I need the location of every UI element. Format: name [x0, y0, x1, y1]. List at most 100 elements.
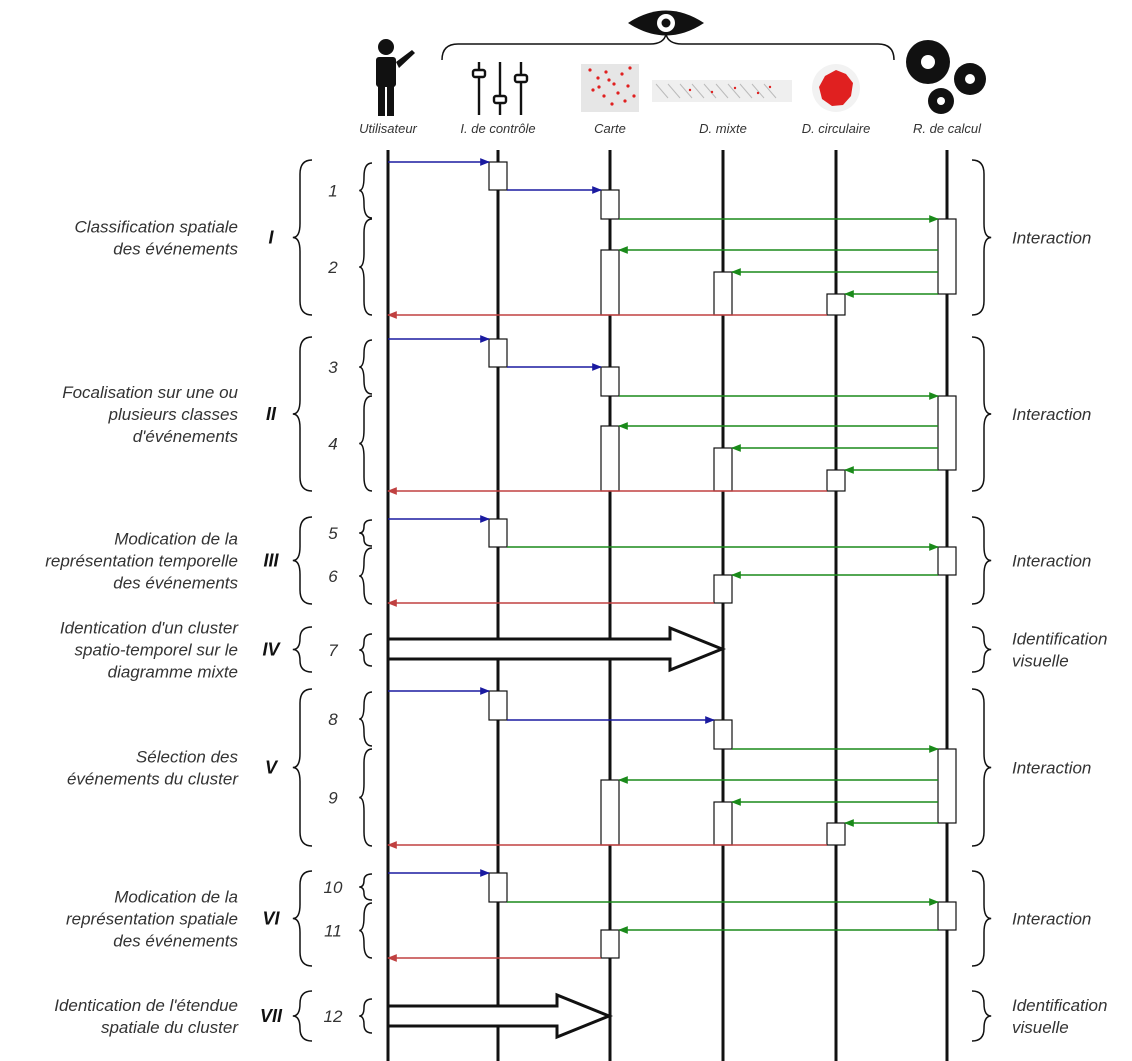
phase-type-label: Interaction: [1012, 910, 1091, 929]
phase-numeral: IV: [262, 640, 281, 660]
phase-numeral: II: [266, 404, 277, 424]
activation-box: [488, 161, 508, 191]
step-number: 8: [328, 710, 338, 729]
activation-box: [713, 719, 733, 750]
step-brace: [359, 998, 373, 1034]
phase-description: des événements: [113, 574, 238, 593]
actor-label-calc: R. de calcul: [913, 121, 982, 136]
activation-box: [713, 447, 733, 492]
phase-description: Focalisation sur une ou: [62, 383, 238, 402]
user-icon: [376, 39, 415, 116]
activation-box: [937, 218, 957, 295]
phase-brace: [292, 336, 313, 492]
phase-description: Classification spatiale: [75, 218, 238, 237]
phase-type-label: Interaction: [1012, 229, 1091, 248]
activation-box: [826, 469, 846, 492]
activation-box: [937, 901, 957, 931]
phase-description: Identication d'un cluster: [60, 619, 239, 638]
activation-box: [937, 546, 957, 576]
phase-description: plusieurs classes: [108, 405, 239, 424]
activation-box: [600, 779, 620, 846]
step-brace: [359, 162, 373, 219]
activation-box: [713, 271, 733, 316]
visual-group-brace: [441, 33, 895, 61]
phase-description: Modication de la: [114, 888, 238, 907]
phase-type-label: visuelle: [1012, 1018, 1069, 1037]
phase-brace: [292, 990, 313, 1042]
phase-type-label: Interaction: [1012, 552, 1091, 571]
step-brace: [359, 873, 373, 901]
phase-type-brace: [971, 159, 992, 316]
step-brace: [359, 633, 373, 667]
visual-identification-arrow: [386, 625, 727, 673]
phase-description: Identication de l'étendue: [54, 996, 238, 1015]
activation-box: [600, 929, 620, 959]
phase-type-brace: [971, 336, 992, 492]
phase-brace: [292, 626, 313, 673]
step-number: 5: [328, 524, 338, 543]
phase-type-brace: [971, 990, 992, 1042]
activation-box: [826, 293, 846, 316]
step-number: 1: [328, 182, 337, 201]
phase-type-label: Identification: [1012, 630, 1107, 649]
phase-description: représentation spatiale: [66, 910, 238, 929]
activation-box: [600, 189, 620, 220]
actor-label-mixed: D. mixte: [699, 121, 747, 136]
phase-brace: [292, 870, 313, 967]
phase-type-brace: [971, 688, 992, 847]
step-brace: [359, 748, 373, 847]
phase-numeral: VII: [260, 1006, 283, 1026]
phase-numeral: VI: [262, 909, 280, 929]
actor-label-user: Utilisateur: [359, 121, 417, 136]
step-brace: [359, 691, 373, 747]
activation-box: [488, 690, 508, 721]
activation-box: [488, 872, 508, 903]
map-thumbnail-icon: [581, 64, 639, 112]
activation-box: [600, 366, 620, 397]
phase-numeral: V: [265, 758, 279, 778]
phase-type-label: Interaction: [1012, 759, 1091, 778]
activation-box: [826, 822, 846, 846]
gears-icon: [906, 40, 986, 114]
step-number: 2: [327, 258, 338, 277]
phase-brace: [292, 688, 313, 847]
phase-description: diagramme mixte: [108, 663, 238, 682]
step-number: 12: [324, 1007, 343, 1026]
step-brace: [359, 218, 373, 316]
phase-type-brace: [971, 870, 992, 967]
phase-brace: [292, 516, 313, 605]
phase-type-label: Interaction: [1012, 405, 1091, 424]
step-brace: [359, 339, 373, 395]
step-brace: [359, 902, 373, 959]
phase-description: d'événements: [133, 427, 239, 446]
actor-label-circ: D. circulaire: [802, 121, 871, 136]
phase-type-brace: [971, 516, 992, 605]
step-brace: [359, 547, 373, 605]
visual-identification-arrow: [386, 992, 614, 1040]
phase-description: Modication de la: [114, 530, 238, 549]
phase-description: événements du cluster: [67, 770, 239, 789]
phase-description: spatiale du cluster: [101, 1018, 239, 1037]
phase-description: Sélection des: [136, 748, 239, 767]
phase-type-label: visuelle: [1012, 652, 1069, 671]
phase-numeral: I: [268, 228, 274, 248]
step-brace: [359, 395, 373, 492]
activation-box: [713, 801, 733, 846]
activation-box: [937, 748, 957, 824]
phase-brace: [292, 159, 313, 316]
actor-label-ctrl: I. de contrôle: [460, 121, 535, 136]
activation-box: [488, 338, 508, 368]
activation-box: [600, 249, 620, 316]
step-number: 9: [328, 789, 338, 808]
step-number: 4: [328, 435, 337, 454]
activation-box: [600, 425, 620, 492]
phase-description: des événements: [113, 932, 238, 951]
step-number: 6: [328, 567, 338, 586]
step-brace: [359, 519, 373, 547]
phase-numeral: III: [263, 551, 279, 571]
actor-label-map: Carte: [594, 121, 626, 136]
phase-description: des événements: [113, 240, 238, 259]
eye-icon: [628, 10, 704, 36]
circular-diagram-thumbnail-icon: [812, 64, 860, 112]
